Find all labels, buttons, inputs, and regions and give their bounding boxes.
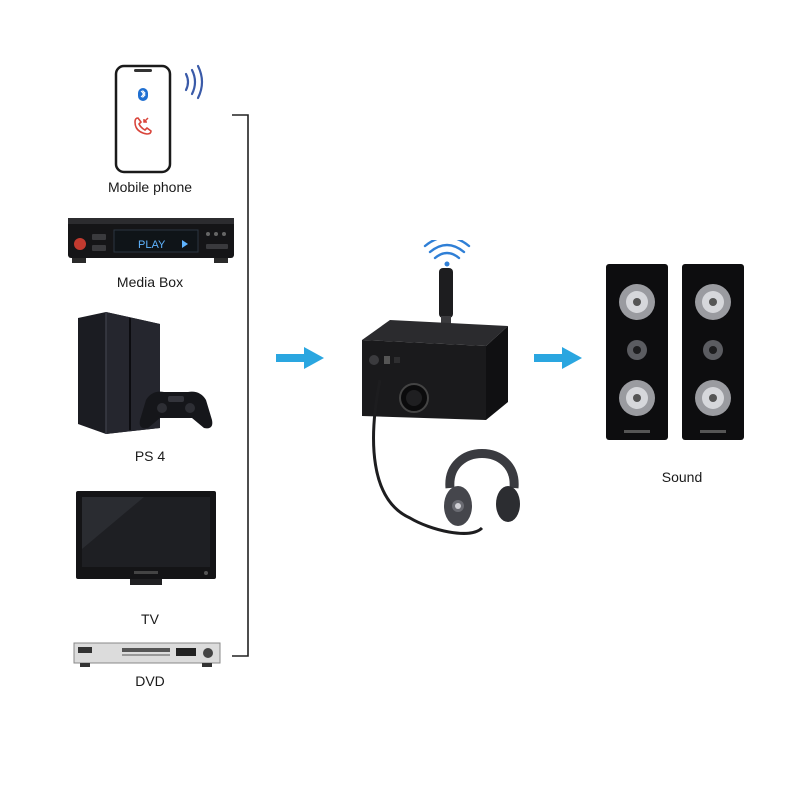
headphones-icon	[440, 432, 524, 532]
source-label-media-box: Media Box	[80, 274, 220, 290]
ps4-device	[76, 310, 216, 438]
output-label-sound: Sound	[612, 469, 752, 485]
mobile-phone-device	[104, 60, 214, 175]
wifi-signal-icon	[425, 240, 469, 258]
dvd-device	[72, 641, 222, 669]
speakers-device	[604, 262, 748, 442]
output-arrow-icon	[532, 346, 584, 370]
dvd-player-icon	[72, 641, 222, 669]
headphones-device	[440, 432, 524, 532]
gamepad-icon	[140, 392, 213, 429]
right-speaker-icon	[682, 264, 744, 440]
source-bracket	[228, 112, 252, 660]
source-label-dvd: DVD	[80, 673, 220, 689]
source-label-tv: TV	[80, 611, 220, 627]
wireless-signal-icon	[186, 66, 202, 98]
tv-device	[74, 489, 218, 589]
input-arrow-icon	[274, 346, 326, 370]
left-speaker-icon	[606, 264, 668, 440]
ps4-console-icon	[76, 310, 216, 438]
media-box-device: PLAY	[64, 212, 236, 268]
bluetooth-icon	[138, 88, 148, 101]
antenna-icon	[439, 268, 453, 324]
media-box-icon: PLAY	[64, 212, 236, 268]
source-label-mobile: Mobile phone	[80, 179, 220, 195]
source-label-ps4: PS 4	[80, 448, 220, 464]
speakers-icon	[604, 262, 748, 442]
media-box-screen-text: PLAY	[138, 239, 166, 251]
tv-icon	[74, 489, 218, 589]
mobile-phone-icon	[104, 60, 214, 175]
